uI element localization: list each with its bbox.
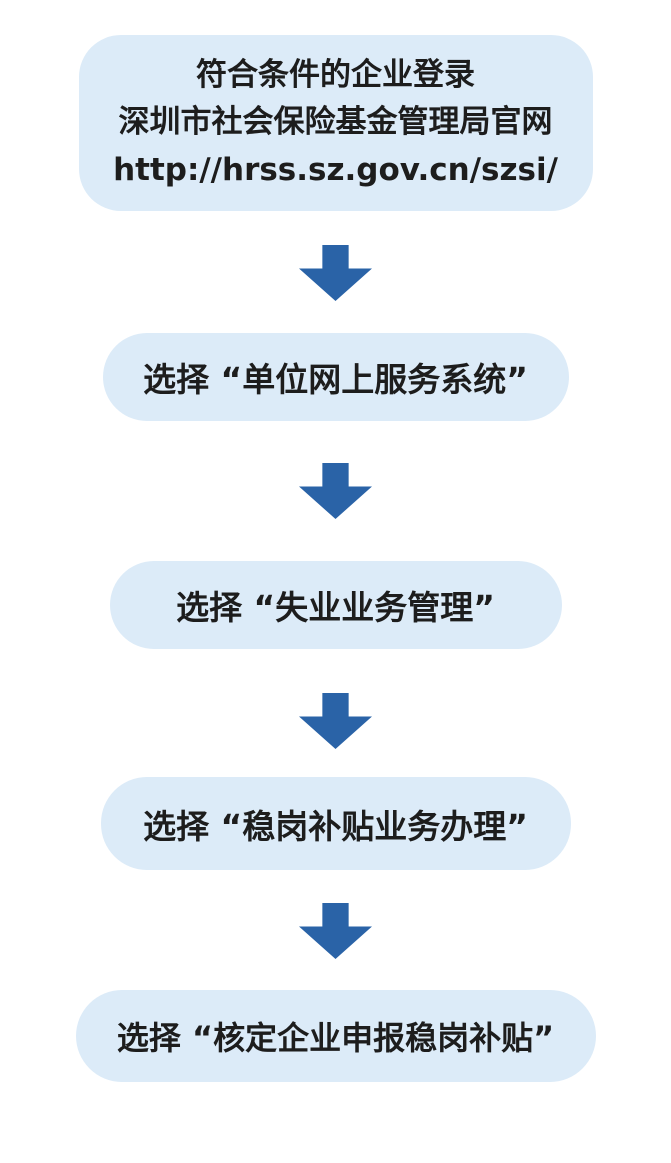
step-url-text: http://hrss.sz.gov.cn/szsi/ — [113, 151, 558, 188]
step-text-line: 符合条件的企业登录 — [196, 57, 475, 94]
down-arrow-icon — [299, 903, 372, 959]
step-text-line: 选择 “单位网上服务系统” — [143, 360, 528, 399]
flow-step-unit-online-service: 选择 “单位网上服务系统” — [102, 333, 569, 421]
step-text-line: 选择 “失业业务管理” — [176, 588, 495, 627]
down-arrow-icon — [299, 245, 372, 301]
step-text-line: 选择 “核定企业申报稳岗补贴” — [116, 1019, 555, 1057]
step-text-line: 选择 “稳岗补贴业务办理” — [143, 806, 528, 846]
flow-step-login: 符合条件的企业登录 深圳市社会保险基金管理局官网 http://hrss.sz.… — [78, 35, 593, 211]
flow-step-verify-declare-subsidy: 选择 “核定企业申报稳岗补贴” — [75, 990, 596, 1082]
down-arrow-icon — [299, 693, 372, 749]
flow-step-unemployment-business: 选择 “失业业务管理” — [109, 561, 562, 649]
step-text-line: 深圳市社会保险基金管理局官网 — [118, 104, 553, 141]
down-arrow-icon — [299, 463, 372, 519]
flow-step-subsidy-business: 选择 “稳岗补贴业务办理” — [100, 777, 571, 870]
